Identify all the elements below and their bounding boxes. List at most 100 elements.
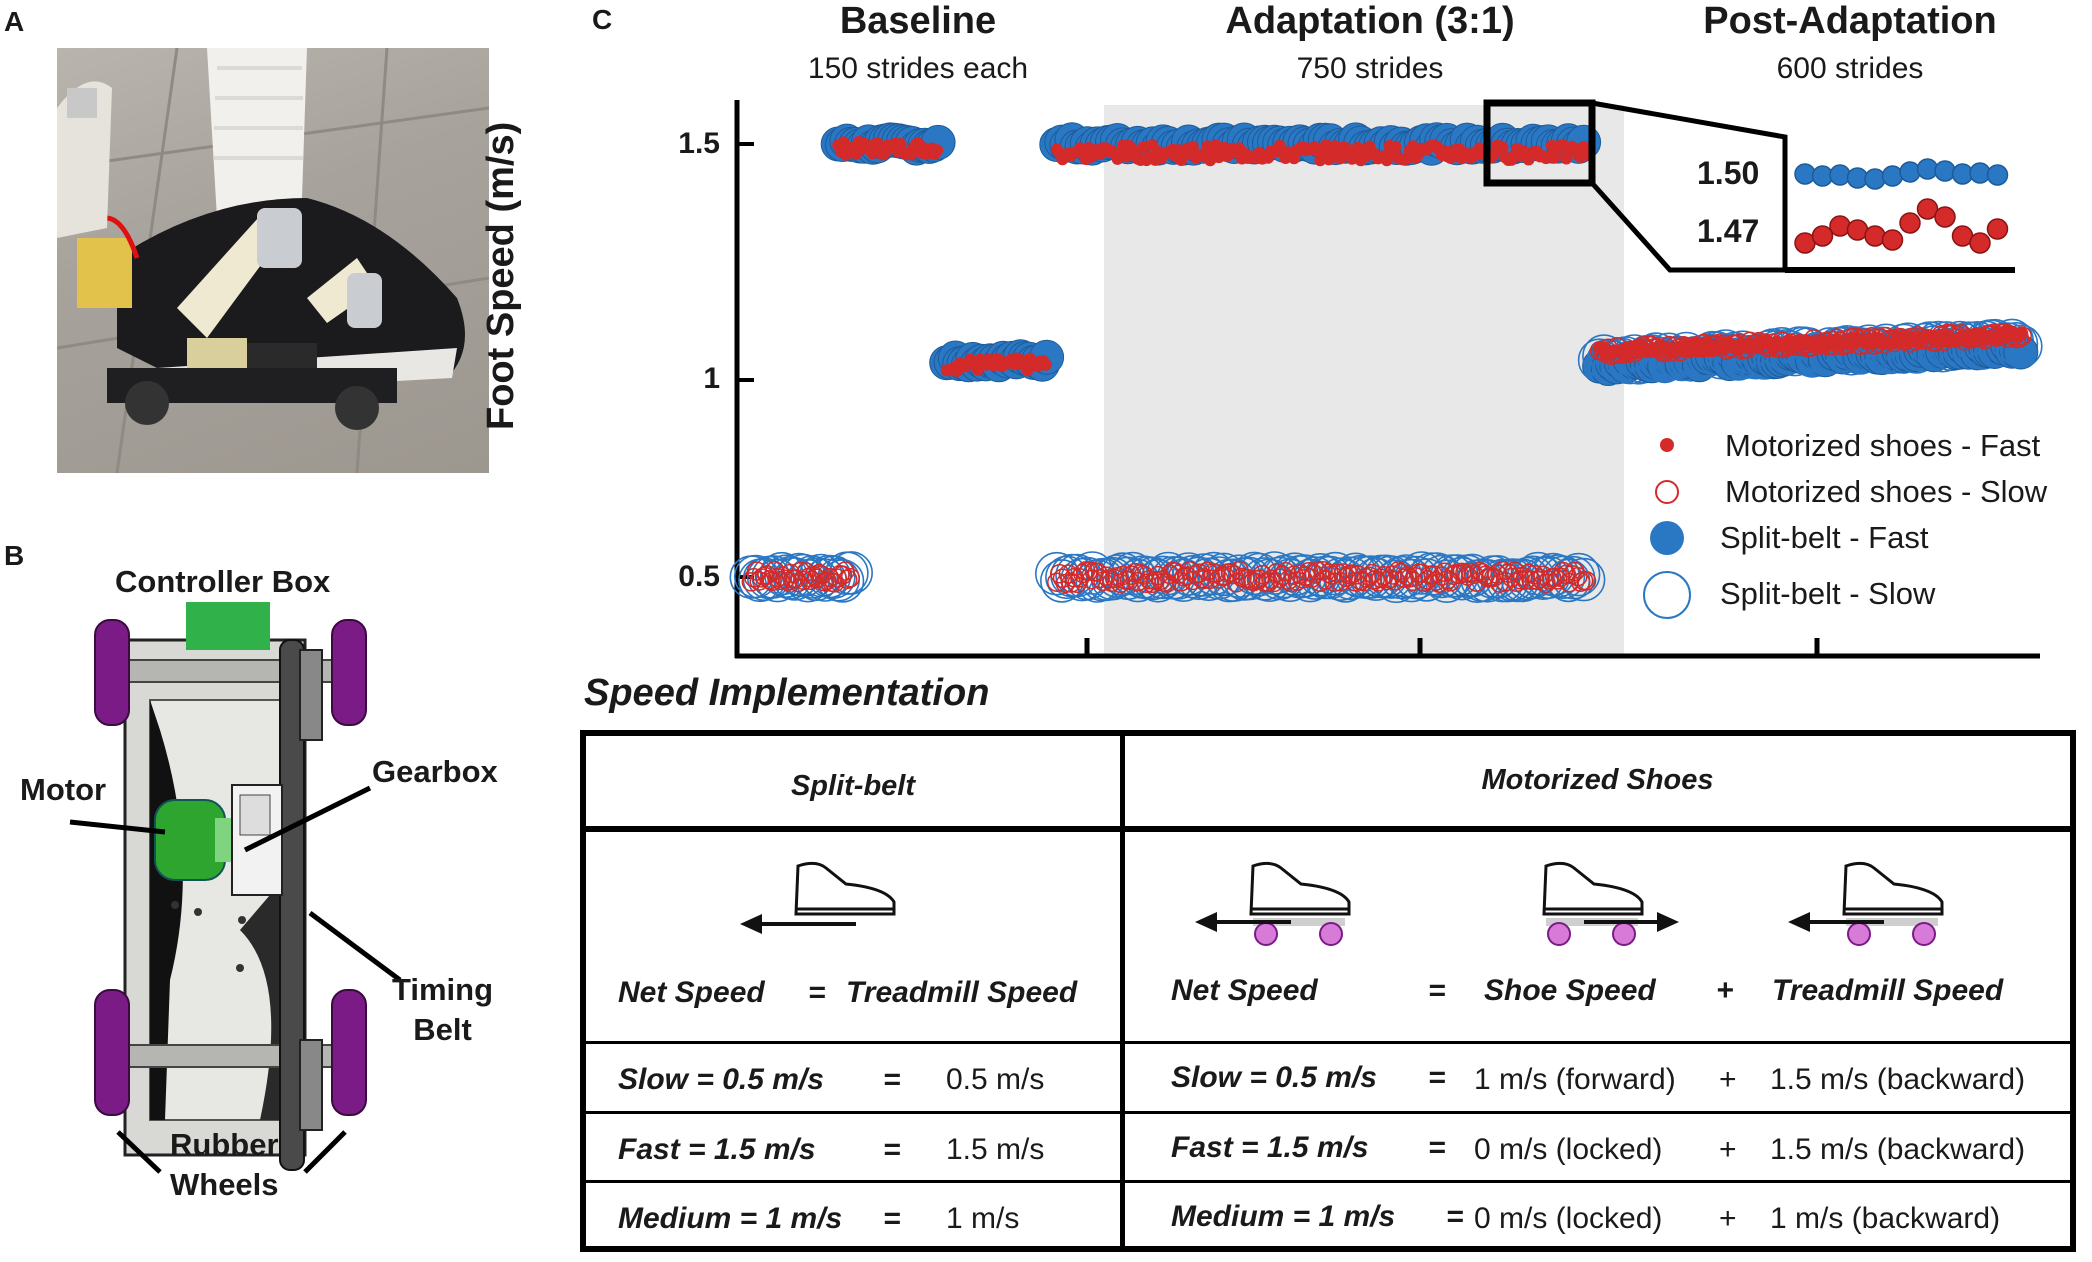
motorized-shoes-slow-point [1417,570,1438,590]
phase-subtitle-post-adaptation: 600 strides [1776,52,1924,85]
legend-label-belt-slow: Split-belt - Slow [1720,576,1936,611]
legend-label-shoes-slow: Motorized shoes - Slow [1725,474,2048,509]
phase-title-baseline: Baseline [839,0,997,42]
y-tick-label-1: 1 [703,362,720,395]
row-medium-motor-eq: = [1446,1200,1464,1233]
row-slow-treadmill-value: 1.5 m/s (backward) [1770,1063,2026,1096]
inset-split-belt-point [1829,164,1851,186]
inset-motorized-shoe-point [1986,218,2009,240]
motorized-shoes-slow-point [827,568,848,588]
inset-motorized-shoe-point [1934,206,1956,228]
y-tick-label-0.5: 0.5 [678,560,720,593]
motor-shape [154,799,226,881]
split-belt-slow-point [1999,324,2043,369]
inset-split-belt-point [1899,161,1921,183]
row-fast-split-eq: = [883,1133,901,1166]
motor-eq-plus: + [1716,974,1734,1007]
motorized-shoes-fast-point [1328,140,1341,153]
row-medium-treadmill-value: 1 m/s (backward) [1770,1202,2001,1235]
phase-title-adaptation: Adaptation (3:1) [1225,0,1515,42]
motorized-shoes-slow-point [1553,561,1574,582]
row-fast-shoe-value: 0 m/s (locked) [1474,1133,1663,1166]
row-slow-shoe-value: 1 m/s (forward) [1474,1063,1676,1096]
phase-title-post-adaptation: Post-Adaptation [1703,0,1997,42]
motorized-shoes-fast-point [2016,327,2029,340]
motorized-shoes-slow-point [2012,326,2032,346]
shoe-icon-forward [1542,861,1679,946]
shoe-icon-backward-2 [1788,861,1944,946]
motorized-shoes-slow-point [832,565,853,585]
row-medium-plus: + [1719,1202,1737,1235]
motor-eq-treadmill: Treadmill Speed [1772,974,2004,1007]
controller-box-label: Controller Box [115,564,331,599]
legend-marker-belt-slow [1643,571,1691,619]
row-medium-split-value: 1 m/s [946,1202,1020,1235]
motorized-shoes-slow-point [1397,566,1417,586]
inset-split-belt-point [1986,164,2009,186]
row-slow-motor-eq: = [1428,1061,1446,1094]
row-slow-plus: + [1719,1063,1737,1096]
row-medium-shoe-value: 0 m/s (locked) [1474,1202,1663,1235]
motorized-shoes-fast-point [1186,140,1199,153]
split-eq-net: Net Speed [618,976,765,1009]
header-motorized-shoes: Motorized Shoes [1481,764,1714,796]
foot-speed-chart [729,99,2043,659]
motorized-shoes-fast-point [931,144,944,157]
shoe-photo-illustration [57,48,489,473]
row-label-fast: Fast = 1.5 m/s [618,1133,816,1166]
motorized-shoes-slow-point [1568,566,1588,587]
header-split-belt: Split-belt [790,770,916,802]
row-fast-motor-eq: = [1428,1131,1446,1164]
inset-motorized-shoe-point [1829,215,1851,237]
motorized-shoes-slow-point [1220,562,1241,583]
motorized-shoes-slow-point [1460,562,1481,583]
panel-label-c: C [592,4,613,35]
rubber-wheels-label: Rubber Wheels [170,1127,279,1203]
motorized-shoes-slow-point [1576,571,1597,591]
y-tick-label-1.5: 1.5 [678,127,720,160]
motorized-shoes-fast-point [1334,152,1347,165]
row-fast-plus: + [1719,1133,1737,1166]
legend-marker-shoes-slow [1655,480,1679,504]
split-belt-slow-point [1156,556,1201,600]
panel-label-a: A [4,6,25,37]
gearbox-label: Gearbox [372,754,498,789]
split-belt-slow-point [1561,557,1606,602]
row-fast-treadmill-value: 1.5 m/s (backward) [1770,1133,2026,1166]
inset-split-belt-point [1934,160,1956,182]
table-header-rule [586,826,2070,832]
motorized-shoe-photo [57,48,489,473]
inset-motorized-shoe-point [1864,225,1886,247]
inset-split-belt-point [1881,165,1904,187]
motorized-shoes-slow-point [1301,568,1322,589]
legend-label-belt-fast: Split-belt - Fast [1720,520,1929,555]
row-label-medium-motor: Medium = 1 m/s [1171,1200,1396,1233]
phase-subtitle-baseline: 150 strides each [807,52,1029,85]
table-row-rule-2 [586,1111,2070,1114]
row-label-medium: Medium = 1 m/s [618,1202,843,1235]
motorized-shoes-fast-point [1320,139,1332,152]
legend-marker-belt-fast [1650,521,1684,555]
shoe-icon-backward-1 [1195,861,1351,946]
table-title: Speed Implementation [584,672,990,714]
speed-table: Split-belt Motorized Shoes Net Speed [580,730,2076,1252]
row-label-fast-motor: Fast = 1.5 m/s [1171,1131,1369,1164]
motorized-shoes-slow-point [1327,563,1348,583]
motorized-shoes-slow-point [1472,563,1493,583]
motor-eq-net: Net Speed [1171,974,1318,1007]
panel-label-b: B [4,540,25,571]
inset-value-1.47: 1.47 [1697,213,1760,249]
motorized-shoe-schematic [69,602,402,1174]
motorized-shoes-slow-point [840,568,861,588]
motorized-shoes-slow-point [1223,564,1244,585]
motorized-shoes-fast-point [1039,358,1052,371]
legend-marker-shoes-fast [1660,438,1674,452]
motor-label: Motor [20,772,107,807]
legend-label-shoes-fast: Motorized shoes - Fast [1725,428,2041,463]
split-eq-treadmill: Treadmill Speed [846,976,1078,1009]
motor-eq-shoe: Shoe Speed [1484,974,1656,1007]
inset-motorized-shoe-point [1899,212,1921,234]
motorized-shoes-fast-point [1496,141,1509,154]
row-label-slow: Slow = 0.5 m/s [618,1063,824,1096]
motorized-shoes-slow-point [837,569,858,590]
